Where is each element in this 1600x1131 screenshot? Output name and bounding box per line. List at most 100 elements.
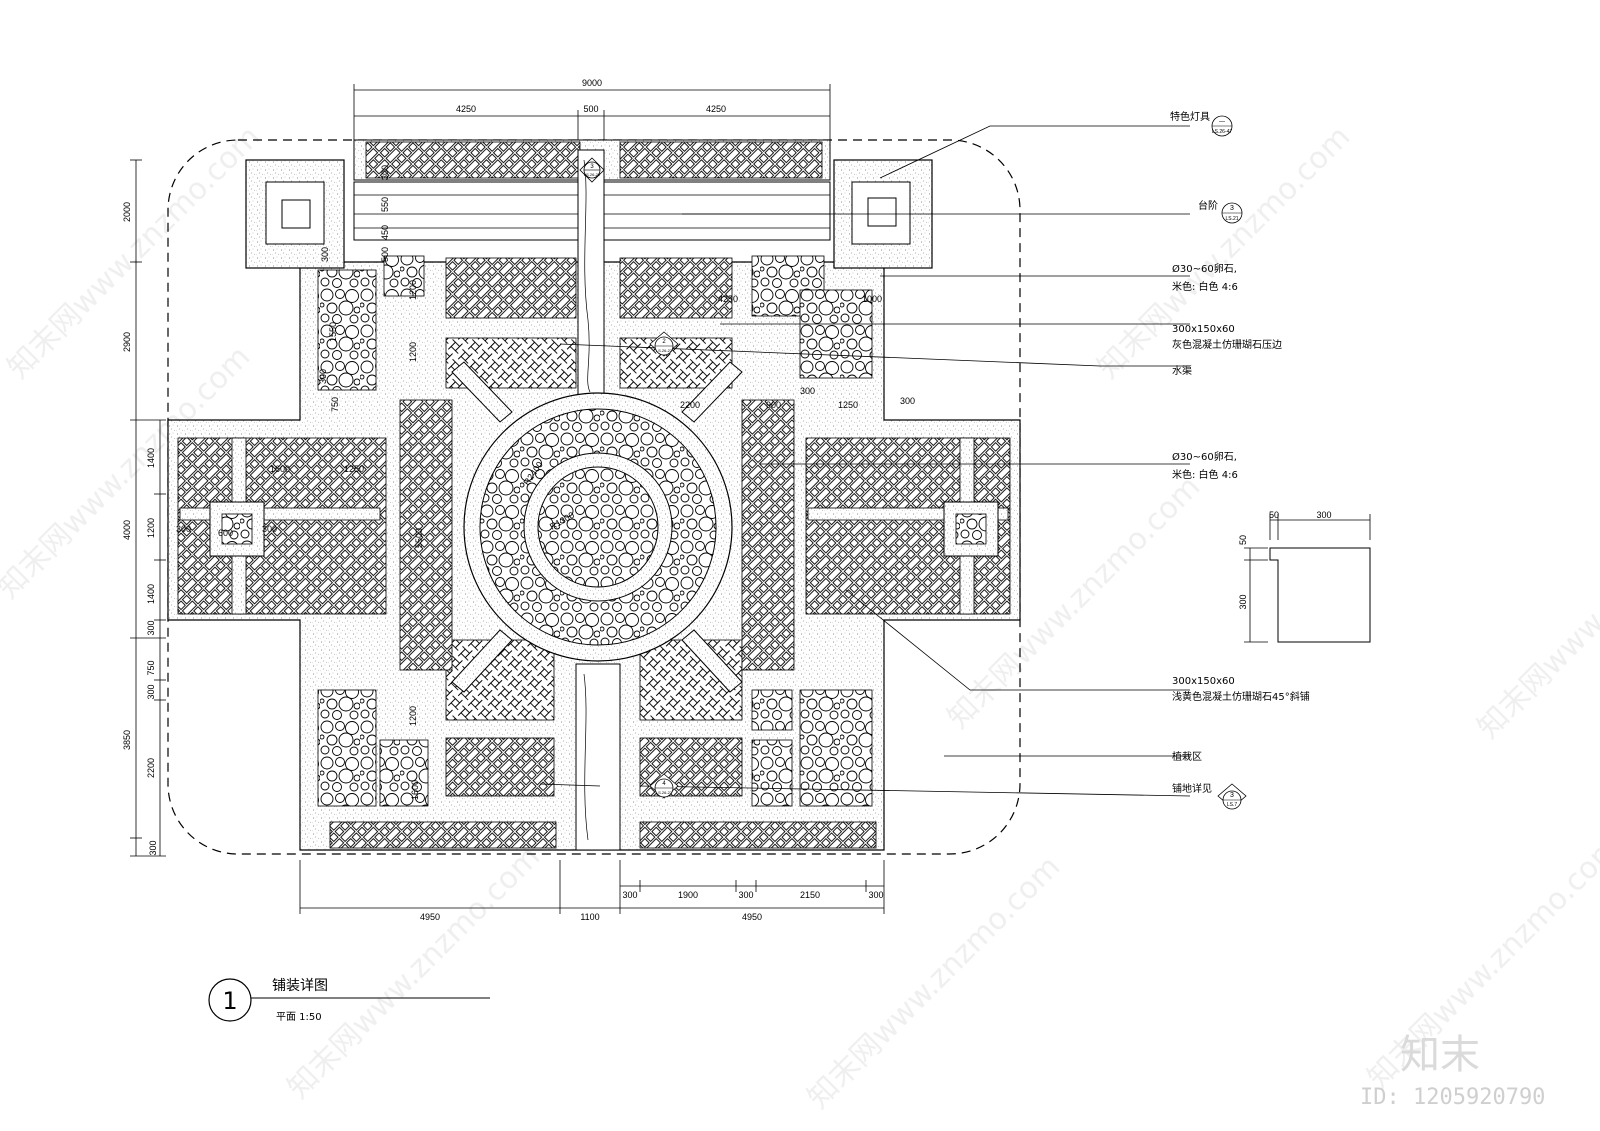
dim-text: 300 [1316,510,1331,520]
section-ref-marker: 2 LS.26-22 [649,331,679,357]
callout-label: 水渠 [1172,365,1192,377]
callout-ref-top: 3 [1230,792,1234,799]
dim-text: 4250 [718,294,738,304]
dim-text: 300 [148,840,158,855]
water-channel [575,149,621,851]
dim-text: 1250 [838,400,858,410]
brand-watermark: 知末 [1400,1032,1480,1078]
watermark-text: 知末网www.znzmo.com [281,839,547,1105]
dim-text: 2200 [680,400,700,410]
lamp-base-left [245,159,345,269]
top-band-paving-left [365,141,581,179]
dim-text: 300 [146,620,156,635]
dim-text: 1200 [408,280,418,300]
drawing-title: 铺装详图 [272,978,328,994]
dim-text: 9000 [582,78,602,88]
dim-text: 750 [146,660,156,675]
dim-text: 2200 [146,758,156,778]
dim-text: 300 [176,524,191,534]
callout-ref-bottom: LS.26-47 [1212,129,1233,135]
dim-text: 1400 [146,448,156,468]
section-ref-bottom: LS.26-22 [584,172,601,177]
dim-text: 4950 [742,912,762,922]
watermark-id: ID: 1205920790 [1360,1085,1545,1110]
section-ref-top: 2 [662,339,666,345]
dim-text: 500 [380,247,390,262]
dim-text: 300 [738,890,753,900]
pebble-panel [317,269,377,391]
dim-text: 1100 [580,912,599,922]
dim-text: 1900 [678,890,698,900]
dim-text: 1600 [410,780,420,800]
wing-square-left [209,501,265,557]
dim-text: 300 [262,524,277,534]
dim-text: 300 [1238,594,1248,609]
paving-panel [445,737,555,797]
pebble-panel [799,689,873,807]
callout-label: 浅黄色混凝土仿珊瑚石45°斜铺 [1172,690,1310,703]
callout-label: 灰色混凝土仿珊瑚石压边 [1172,338,1282,351]
dim-text: 50 [1269,510,1279,520]
central-plaza [463,392,733,662]
callout-label: 米色: 白色 4:6 [1172,468,1238,481]
detail-number-circle [208,978,252,1022]
section-ref-marker: 4 LS.26-22 [649,773,679,799]
callout-ref-bottom: LS.21 [1225,216,1238,222]
section-ref-marker: 3 LS.26-22 [579,157,605,183]
callout-ref-bottom: LS.7 [1227,802,1238,808]
dim-text: 450 [380,225,390,240]
dim-text: 1000 [862,294,882,304]
dim-text: 300 [320,247,330,262]
paving-panel [741,399,795,671]
callout-label: 植栽区 [1172,750,1202,763]
callout-label: 铺地详见 [1172,782,1212,795]
watermark-text: 知末网www.znzmo.com [801,849,1067,1115]
paving-panel [399,399,453,671]
dimension-lines [130,84,885,914]
dim-text: 750 [330,397,340,412]
callout-label: Ø30~60卵石, [1172,263,1237,275]
top-band-paving-right [619,141,823,179]
dim-text: 4250 [706,104,726,114]
callout-label: 米色: 白色 4:6 [1172,280,1238,293]
dim-text: 4250 [456,104,476,114]
dim-text: 4000 [122,520,132,540]
leader-lines [539,125,1191,797]
dim-text: 600 [218,528,233,538]
dim-text: 4950 [420,912,440,922]
dim-text: 550 [380,197,390,212]
dim-text: 300 [800,386,815,396]
dim-text: 5500 [414,528,424,548]
dim-text: 300 [318,369,328,384]
dim-text: 300 [900,396,915,406]
dim-text: 2000 [122,202,132,222]
watermark-text: 知末网www.znzmo.com [1361,829,1600,1095]
callout-ref-top: 3 [1230,205,1234,212]
dim-text: 1400 [146,584,156,604]
callout-label: 特色灯具 [1170,110,1210,123]
dim-text: 300 [380,165,390,180]
dim-text: 1200 [408,342,418,362]
pebble-panel [799,289,873,379]
section-ref-top: 4 [662,781,666,787]
pebble-panel [379,739,429,807]
callout-label: 300x150x60 [1172,676,1235,687]
section-ref-top: 3 [590,164,594,170]
dim-text: 300 [622,890,637,900]
callout-label: 台阶 [1198,199,1218,212]
curb-section-detail [1244,514,1371,643]
dim-text: 3850 [122,730,132,750]
dim-text: 2900 [122,332,132,352]
dim-text: 1600 [270,464,290,474]
dim-text: 1250 [344,464,364,474]
dim-text: 1550 [328,322,338,342]
watermark-text: 知末网www.znzmo.com [1471,479,1600,745]
section-ref-bottom: LS.26-22 [656,790,673,795]
dim-text: 1200 [146,518,156,538]
pebble-panel [751,739,793,807]
dim-text: 300 [868,890,883,900]
paving-panel [329,821,557,849]
wing-square-right [943,501,999,557]
callout-label: Ø30~60卵石, [1172,451,1237,463]
paving-panel [619,257,733,319]
